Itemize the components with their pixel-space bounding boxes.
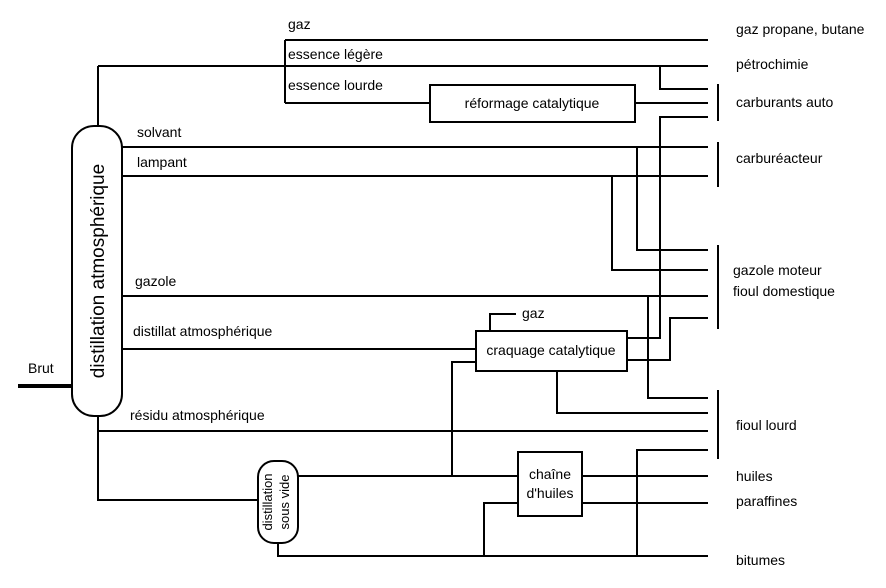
product-carbureacteur: carburéacteur: [736, 150, 823, 166]
feed-label: Brut: [28, 360, 54, 376]
vacuum-column-label-1: distillation: [260, 473, 275, 530]
solvant-to-gazole-branch: [636, 147, 708, 251]
oils-chain-box: [517, 451, 583, 517]
bitumes-line: [277, 543, 708, 557]
essence-lourde-label: essence lourde: [288, 77, 383, 93]
gaz-label: gaz: [288, 16, 311, 32]
product-carburants-auto: carburants auto: [736, 94, 833, 110]
oils-chain-label-2: d'huiles: [526, 485, 573, 501]
atmospheric-column-label: distillation atmosphérique: [88, 164, 109, 378]
product-petrochimie: pétrochimie: [736, 56, 809, 72]
cracking-box: [475, 330, 628, 372]
product-fioul-lourd: fioul lourd: [736, 417, 797, 433]
vacuum-to-cracking-line: [451, 361, 476, 476]
reforming-label: réformage catalytique: [465, 95, 600, 111]
essence-legere-label: essence légère: [288, 46, 383, 62]
petrochimie-branch: [659, 66, 708, 90]
cracking-gaz-line: [489, 313, 516, 331]
product-fioul-domestique: fioul domestique: [733, 283, 835, 299]
lampant-to-gazole-branch: [611, 176, 708, 271]
bitumes-to-fioul-lourd-branch: [636, 449, 708, 556]
cracking-gaz-label: gaz: [522, 305, 545, 321]
product-bitumes: bitumes: [736, 552, 785, 568]
product-gaz-propane: gaz propane, butane: [736, 21, 865, 37]
solvant-label: solvant: [137, 124, 181, 140]
product-huiles: huiles: [736, 468, 773, 484]
column-bottom-line: [97, 416, 258, 501]
vacuum-to-oils-line: [483, 502, 518, 556]
vacuum-column-label-2: sous vide: [277, 475, 292, 530]
product-paraffines: paraffines: [736, 493, 797, 509]
cracking-to-carburants-branch: [627, 116, 708, 339]
cracking-to-fioul-lourd-branch: [556, 371, 708, 414]
gazole-to-fioul-lourd-branch: [647, 296, 708, 399]
oils-chain-label-1: chaîne: [529, 466, 571, 482]
cracking-label: craquage catalytique: [486, 342, 615, 358]
product-gazole-moteur: gazole moteur: [733, 262, 822, 278]
distillat-label: distillat atmosphérique: [133, 323, 273, 339]
residu-label: résidu atmosphérique: [130, 407, 265, 423]
lampant-label: lampant: [137, 154, 187, 170]
gazole-label: gazole: [135, 273, 176, 289]
